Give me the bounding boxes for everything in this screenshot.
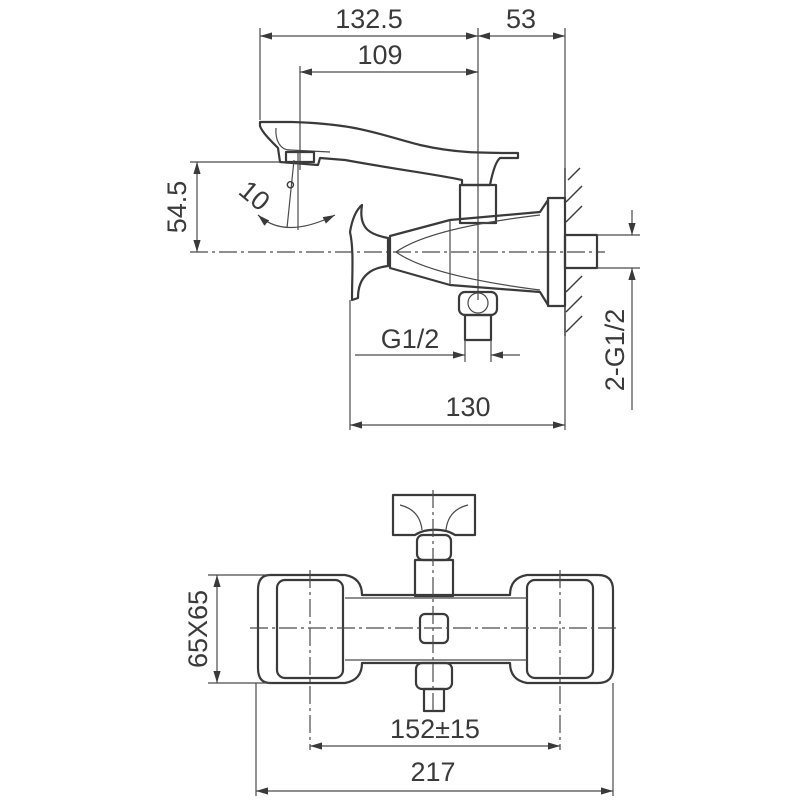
dim-inlet-threads: 2-G1/2 <box>600 210 636 410</box>
dim-label: 54.5 <box>162 181 192 234</box>
dim-handle-size: 65X65 <box>183 575 221 683</box>
dim-outlet-thread: G1/2 <box>355 324 520 362</box>
dim-label: 152±15 <box>390 714 480 744</box>
side-view: 132.5 53 109 10 ° 54.5 <box>162 4 640 430</box>
dim-axis-to-wall: 53 <box>478 4 565 40</box>
dim-label: G1/2 <box>381 324 440 354</box>
dim-overall-width: 217 <box>256 757 613 795</box>
dim-spout-length: 132.5 <box>260 4 478 40</box>
dim-label: 132.5 <box>335 4 403 34</box>
dim-label: 130 <box>445 392 490 422</box>
dim-label: 217 <box>410 757 455 787</box>
top-view: 65X65 152±15 217 <box>183 490 620 796</box>
dim-spout-height: 54.5 <box>162 162 201 252</box>
outlet-nut <box>457 290 499 342</box>
dim-body-depth: 130 <box>350 392 565 429</box>
dim-spout-to-axis: 109 <box>300 40 478 76</box>
spout: 10 ° <box>233 120 520 230</box>
dim-label: 65X65 <box>183 590 213 668</box>
angle-label: 10 <box>233 175 275 217</box>
dim-label: 109 <box>357 40 402 70</box>
dim-center-distance: 152±15 <box>310 714 560 750</box>
dim-label: 53 <box>506 4 536 34</box>
degree-symbol: ° <box>285 176 296 206</box>
diverter-handle <box>391 493 477 598</box>
valve-body <box>348 196 599 308</box>
wall-hatch <box>564 167 583 336</box>
bottom-nut <box>414 661 454 713</box>
dim-label: 2-G1/2 <box>600 309 630 392</box>
